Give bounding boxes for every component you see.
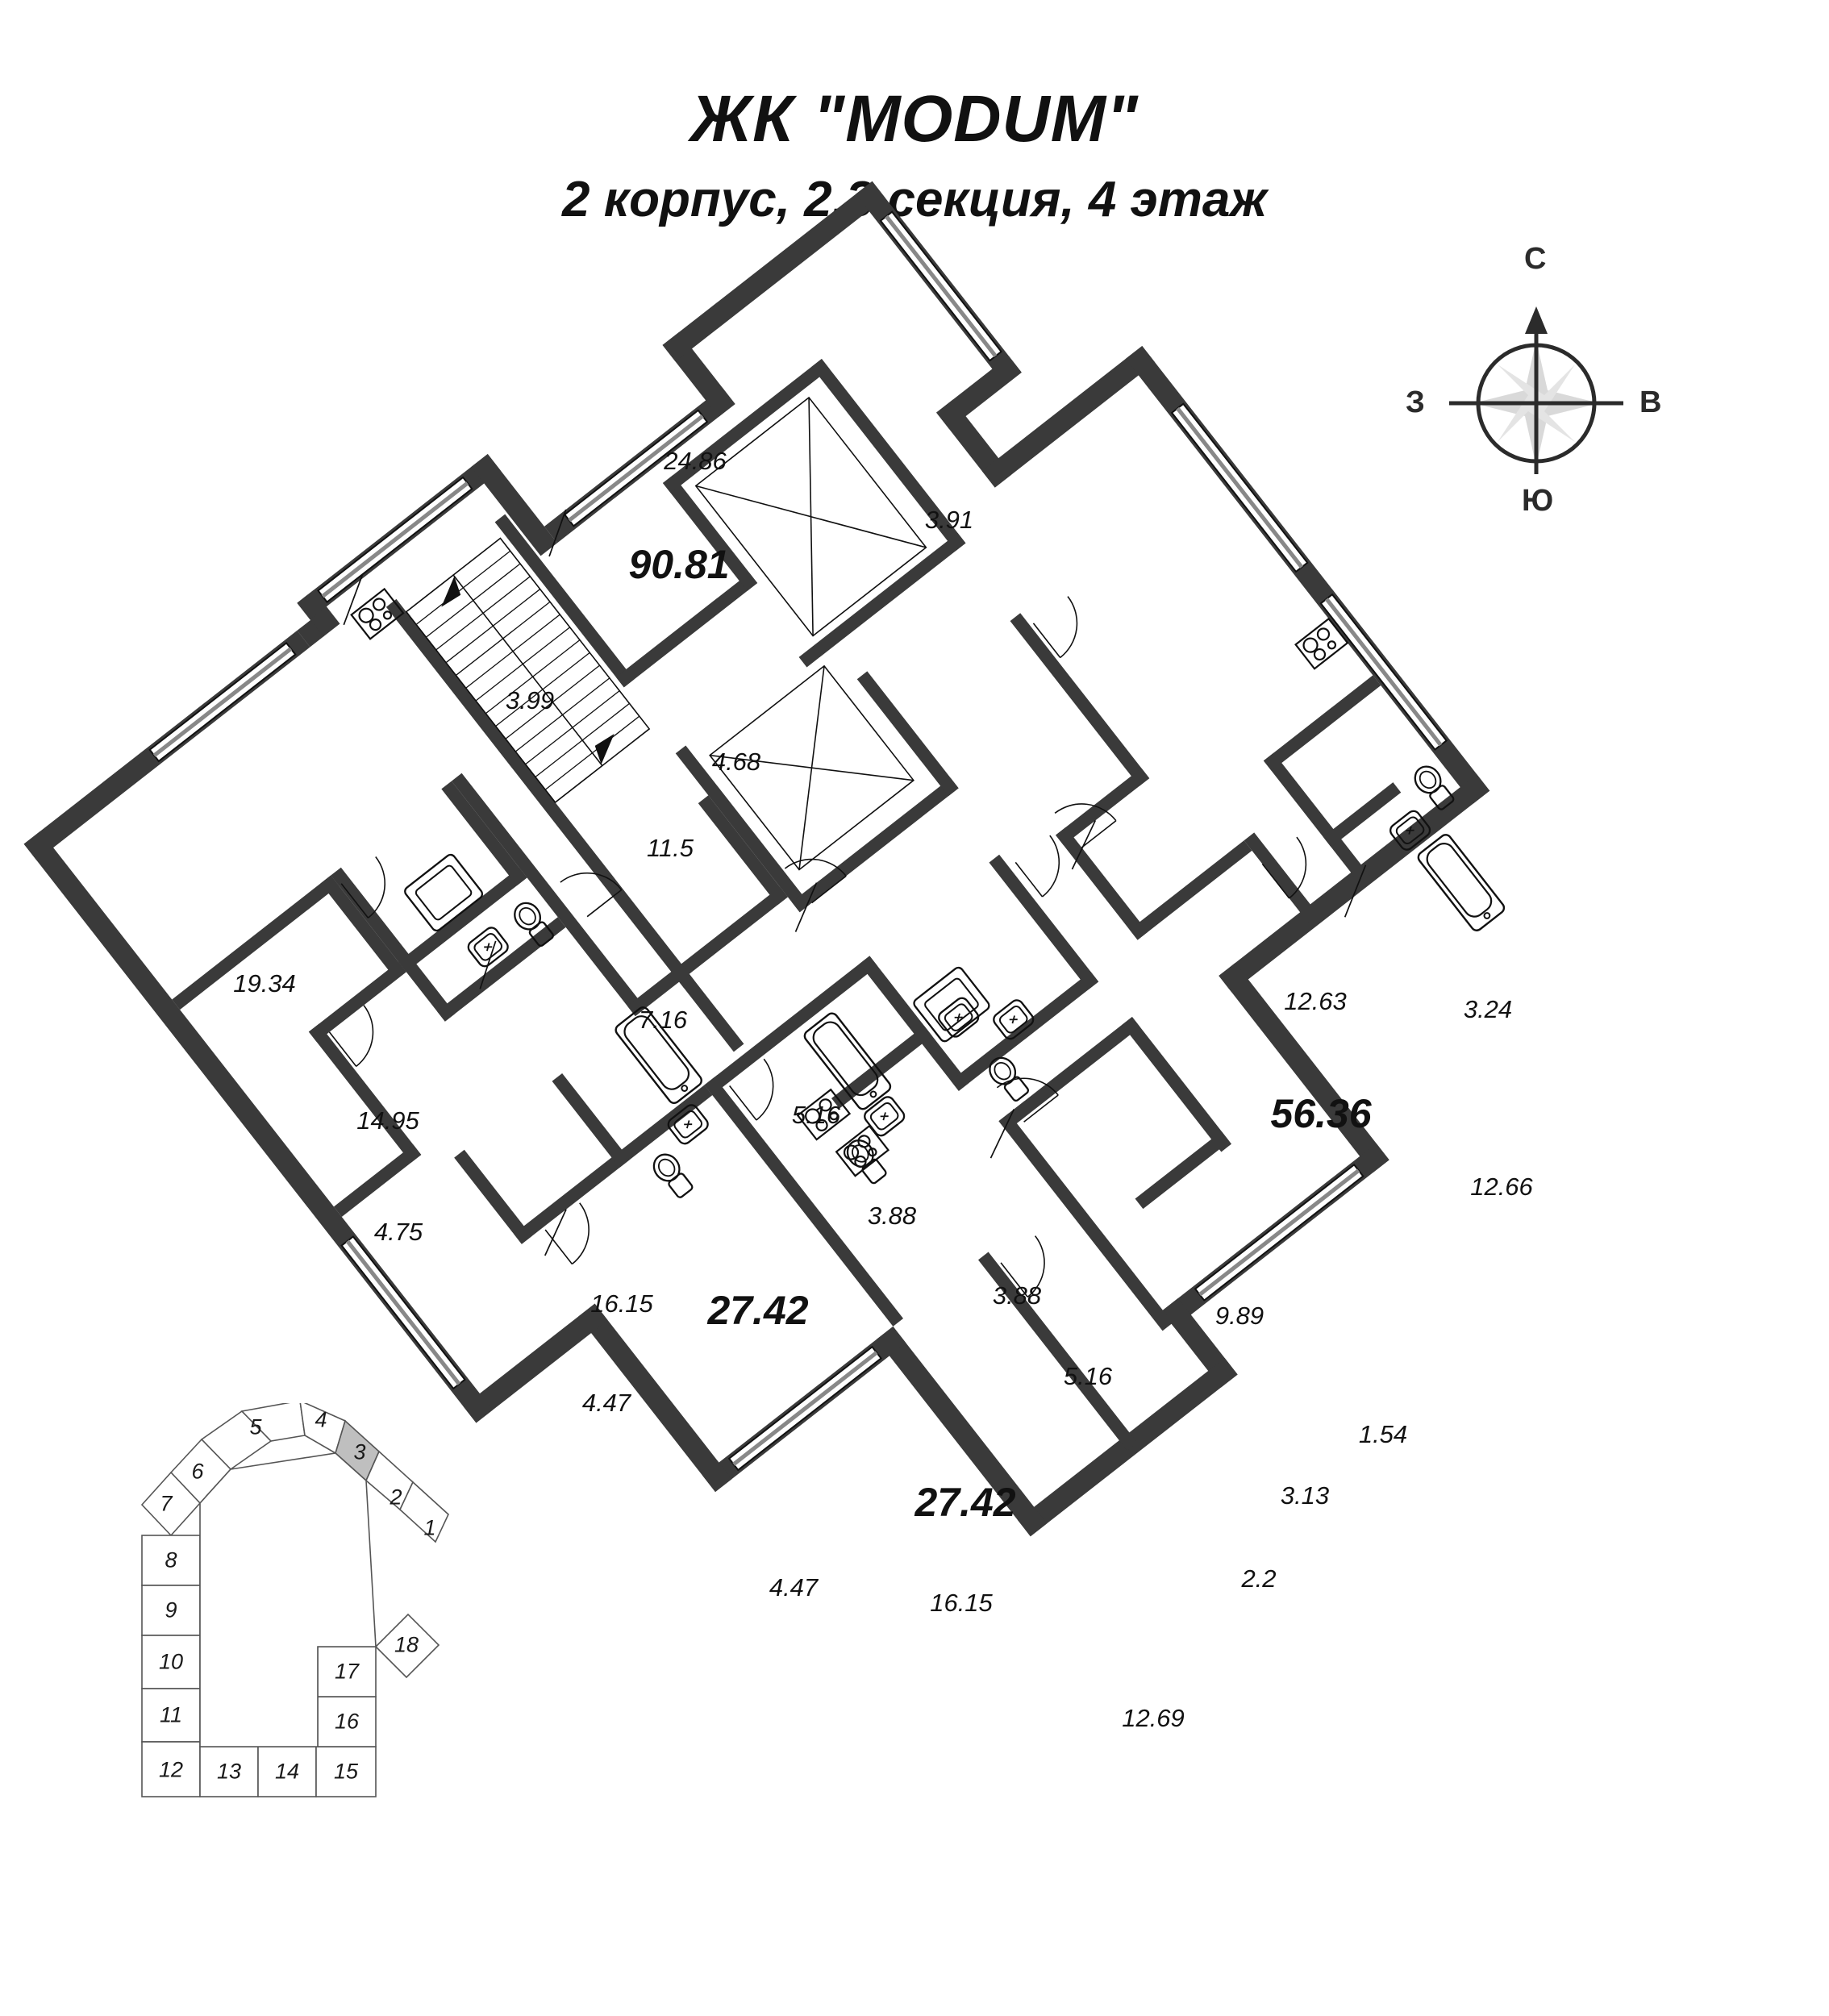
key-section-number: 14 (274, 1759, 300, 1784)
dimension-label: 3.99 (505, 686, 555, 714)
key-section-number: 10 (158, 1649, 184, 1674)
key-section-number: 11 (159, 1702, 183, 1727)
area-label: 90.81 (628, 542, 730, 587)
key-section (317, 1696, 377, 1747)
leader-lines (343, 509, 1367, 1256)
dimension-label: 5.16 (1063, 1362, 1113, 1390)
dimension-label: 1.54 (1358, 1420, 1408, 1448)
area-label: 27.42 (914, 1480, 1016, 1525)
key-section (141, 1585, 201, 1636)
key-section-number: 7 (160, 1491, 173, 1516)
fixtures (350, 588, 1507, 1202)
door-swings (328, 596, 1307, 1298)
key-section-number: 12 (158, 1757, 184, 1782)
compass-label-west: З (1406, 385, 1425, 419)
title-block: ЖК "MODUM" 2 корпус, 2.3 секция, 4 этаж (0, 82, 1829, 228)
windows (148, 210, 1448, 1472)
dimension-label: 3.91 (924, 506, 974, 534)
compass-rose: С В Ю З (1399, 242, 1673, 518)
dimension-label: 24.86 (664, 447, 727, 475)
dimension-label: 14.95 (356, 1106, 419, 1135)
staircase (405, 537, 651, 804)
key-courtyard (199, 1452, 377, 1747)
key-section-number: 16 (334, 1709, 360, 1734)
building-key-plan: 1 2 3 4 5 6 7 8 9 10 11 12 13 14 15 16 1… (113, 1399, 532, 1903)
elevator-shafts (694, 396, 927, 871)
key-section-number: 13 (216, 1759, 242, 1784)
dimension-label: 12.66 (1470, 1173, 1533, 1201)
dimension-label: 4.47 (769, 1573, 819, 1602)
dimension-label: 16.15 (590, 1289, 653, 1318)
dimension-label: 5.16 (791, 1101, 841, 1129)
sink-icon (860, 1093, 908, 1139)
key-section-number: 3 (353, 1439, 366, 1464)
dimension-label: 3.13 (1280, 1481, 1330, 1510)
north-arrow-icon (1525, 306, 1548, 334)
project-title: ЖК "MODUM" (690, 82, 1139, 156)
key-section-number: 5 (249, 1414, 262, 1439)
key-section-number: 18 (394, 1632, 419, 1657)
key-section-number: 9 (165, 1597, 177, 1622)
key-section (399, 1481, 449, 1543)
dimension-label: 4.68 (711, 748, 761, 776)
key-section (317, 1646, 377, 1697)
interior-walls (172, 359, 1402, 1451)
key-section-number: 4 (315, 1407, 327, 1432)
area-label: 27.42 (707, 1288, 809, 1333)
dimension-label: 7.16 (638, 1006, 688, 1034)
key-section-number: 15 (333, 1759, 359, 1784)
key-sections (140, 1399, 449, 1797)
dimension-label: 4.47 (581, 1389, 631, 1417)
dimension-label: 4.75 (373, 1218, 423, 1246)
project-subtitle: 2 корпус, 2.3 секция, 4 этаж (561, 172, 1268, 228)
area-label: 56.36 (1270, 1091, 1372, 1136)
key-section (141, 1741, 201, 1797)
key-section-number: 1 (423, 1515, 436, 1540)
dimension-label: 19.34 (233, 969, 296, 998)
key-section-number: 8 (165, 1547, 177, 1572)
dimension-label: 3.24 (1463, 995, 1513, 1023)
compass-label-north: С (1524, 242, 1547, 276)
key-section-number: 2 (390, 1485, 402, 1510)
key-section (141, 1635, 201, 1689)
key-section (257, 1746, 317, 1797)
dimension-label: 3.88 (992, 1281, 1042, 1310)
dimension-label: 11.5 (646, 834, 694, 862)
compass-label-east: В (1639, 385, 1662, 419)
dimension-label: 3.88 (867, 1202, 917, 1230)
toilet-icon (648, 1148, 698, 1202)
key-section (141, 1688, 201, 1743)
bathtub-icon (1414, 831, 1507, 934)
key-section-number: 17 (334, 1659, 360, 1684)
dimension-label: 2.2 (1241, 1564, 1277, 1593)
dimension-label: 16.15 (930, 1589, 993, 1617)
key-section-number: 6 (191, 1459, 204, 1484)
floorplan-geometry (23, 181, 1507, 1537)
dimension-label: 9.89 (1214, 1302, 1264, 1330)
dimension-label: 12.69 (1122, 1704, 1185, 1732)
key-section (374, 1613, 440, 1679)
dimension-label: 12.63 (1284, 987, 1347, 1015)
compass-label-south: Ю (1522, 484, 1554, 518)
